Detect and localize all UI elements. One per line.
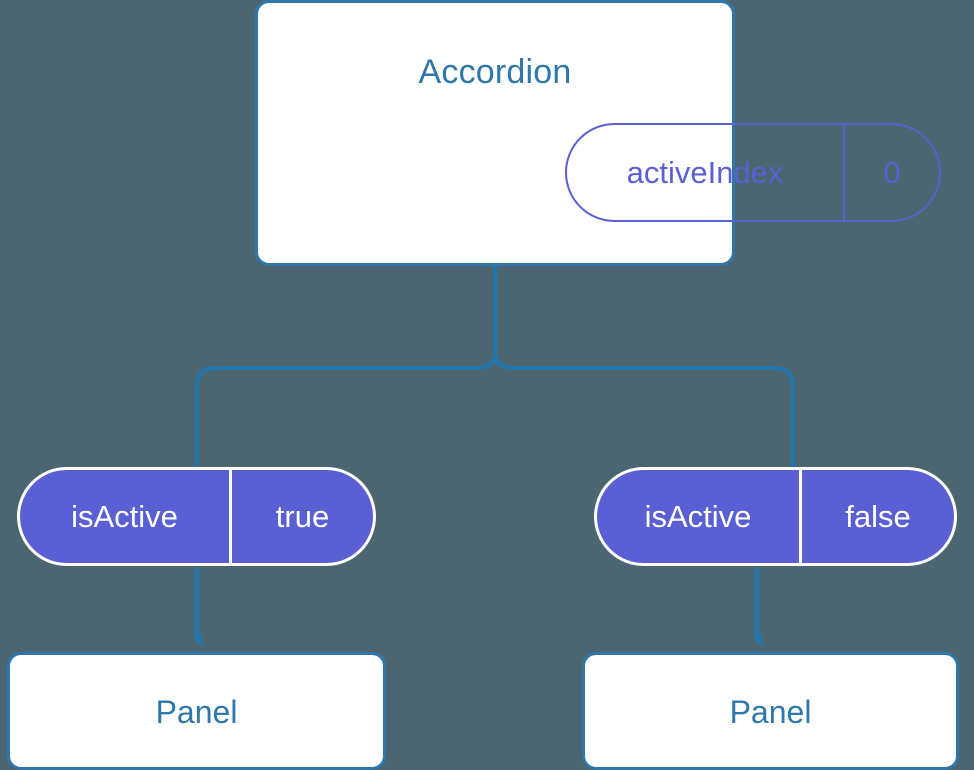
accordion-prop-value: 0 [883,154,901,190]
panel-node-left[interactable]: Panel [7,652,386,770]
accordion-prop-key: activeIndex [567,125,846,220]
left-prop-key: isActive [20,470,232,563]
accordion-node[interactable]: Accordion activeIndex 0 [255,0,941,266]
right-prop-pill[interactable]: isActive false [594,467,957,566]
right-prop-key: isActive [597,470,802,563]
panel-node-right[interactable]: Panel [582,652,959,770]
accordion-prop-pill[interactable]: activeIndex 0 [565,123,941,222]
accordion-title: Accordion [418,53,572,91]
left-prop-pill[interactable]: isActive true [17,467,376,566]
connector-branch-bus [195,352,795,469]
panel-left-title: Panel [155,694,238,730]
left-prop-value: true [275,498,330,534]
panel-right-title: Panel [729,694,812,730]
right-prop-value: false [845,498,911,534]
